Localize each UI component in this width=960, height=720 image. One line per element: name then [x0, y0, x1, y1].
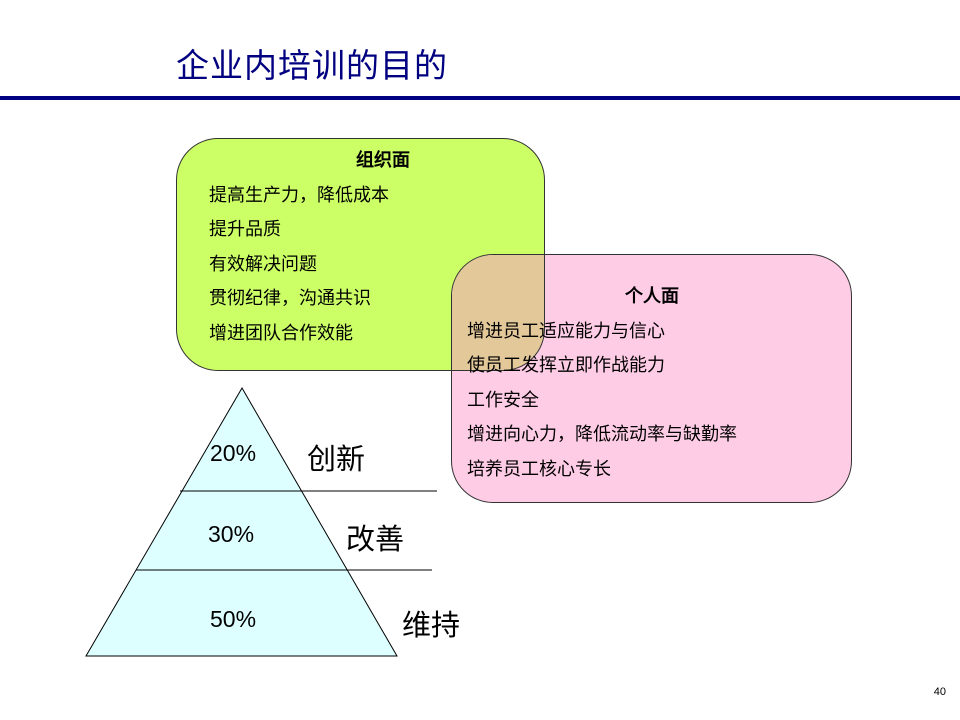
organization-item: 增进团队合作效能 — [209, 322, 353, 344]
organization-item: 有效解决问题 — [209, 253, 317, 275]
individual-item: 增进向心力，降低流动率与缺勤率 — [467, 424, 737, 445]
page-title: 企业内培训的目的 — [176, 46, 448, 85]
pyramid-label-bottom: 维持 — [402, 608, 461, 642]
pyramid-percent-bottom: 50% — [210, 606, 257, 632]
individual-item: 培养员工核心专长 — [467, 458, 611, 480]
title-underline — [0, 96, 960, 100]
individual-text: 个人面 增进员工适应能力与信心 使员工发挥立即作战能力 工作安全 增进向心力，降… — [467, 280, 737, 487]
pyramid-percent-middle: 30% — [208, 521, 255, 547]
individual-item: 增进员工适应能力与信心 — [467, 320, 665, 342]
pyramid-shape — [85, 387, 398, 657]
individual-item: 使员工发挥立即作战能力 — [467, 355, 665, 376]
individual-box — [451, 254, 852, 503]
organization-text: 组织面 提高生产力，降低成本 提升品质 有效解决问题 贯彻纪律，沟通共识 增进团… — [209, 144, 410, 351]
pyramid-label-top: 创新 — [307, 442, 366, 476]
individual-heading: 个人面 — [625, 286, 679, 307]
individual-item: 工作安全 — [467, 389, 539, 411]
organization-heading: 组织面 — [356, 150, 410, 171]
organization-item: 贯彻纪律，沟通共识 — [209, 288, 371, 309]
overlap-region — [452, 255, 545, 371]
pyramid-label-middle: 改善 — [346, 522, 405, 556]
pyramid-percent-top: 20% — [210, 440, 257, 466]
page-number: 40 — [933, 686, 946, 698]
organization-item: 提升品质 — [209, 219, 281, 240]
organization-item: 提高生产力，降低成本 — [209, 184, 389, 206]
